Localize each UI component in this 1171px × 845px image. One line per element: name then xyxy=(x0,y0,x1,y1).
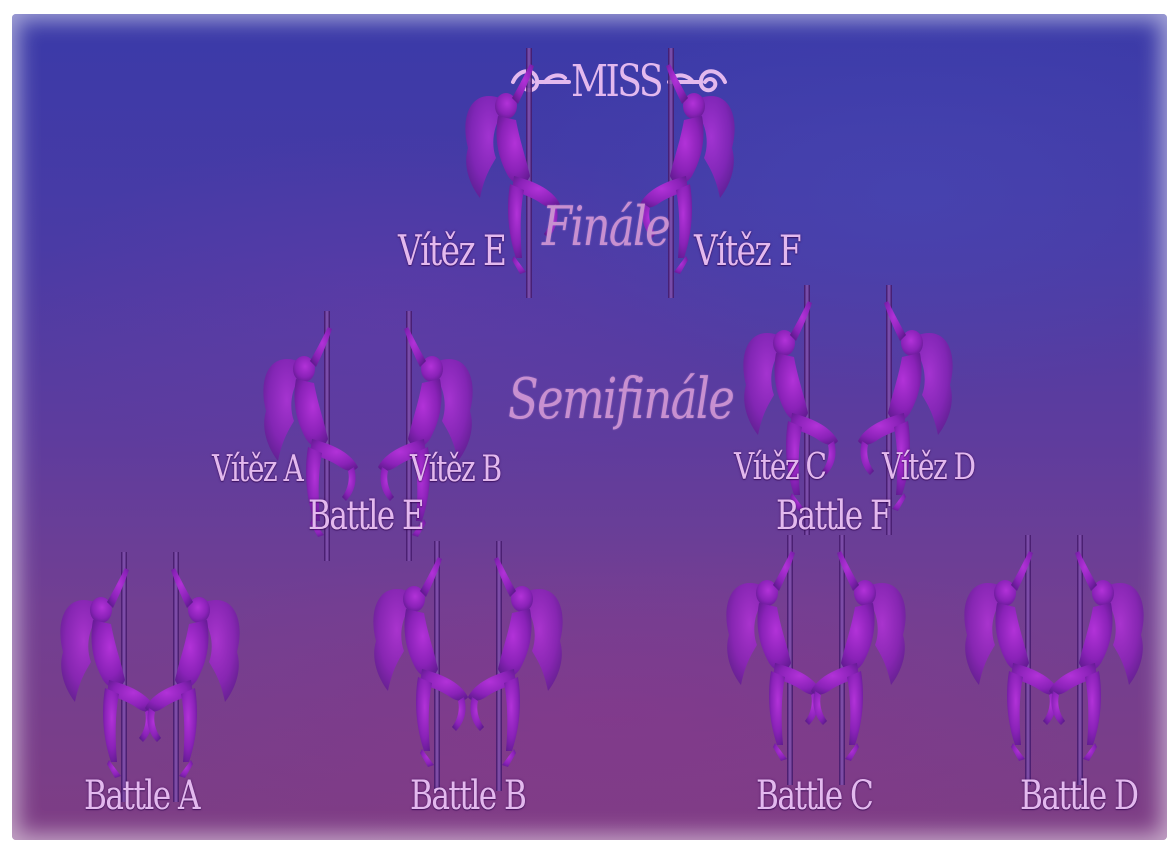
battle-f-label: Battle F xyxy=(776,493,892,539)
final-left-label: Vítěz E xyxy=(398,226,507,275)
battle-e-label: Battle E xyxy=(308,493,425,539)
battle-d-label: Battle D xyxy=(1020,773,1139,819)
battle-b-label: Battle B xyxy=(410,773,527,819)
winner-a-label: Vítěz A xyxy=(212,449,304,490)
battle-d-dancers xyxy=(954,520,1154,785)
semifinal-round-title: Semifinále xyxy=(508,367,735,432)
title-text: MISS xyxy=(571,56,664,107)
battle-a-label: Battle A xyxy=(84,773,201,819)
battle-c-label: Battle C xyxy=(756,773,874,819)
battle-a-dancers xyxy=(50,542,250,802)
winner-c-label: Vítěz C xyxy=(734,447,827,488)
winner-b-label: Vítěz B xyxy=(410,449,502,490)
title-banner: MISS xyxy=(509,56,729,108)
final-round-title: Finále xyxy=(542,195,671,258)
battle-c-dancers xyxy=(716,520,916,785)
bracket-canvas: MISS Finále Vítěz E Vítěz F Vítěz A Vítě… xyxy=(12,14,1167,840)
winner-d-label: Vítěz D xyxy=(882,447,976,488)
final-right-label: Vítěz F xyxy=(694,226,802,275)
battle-b-dancers xyxy=(358,526,578,791)
